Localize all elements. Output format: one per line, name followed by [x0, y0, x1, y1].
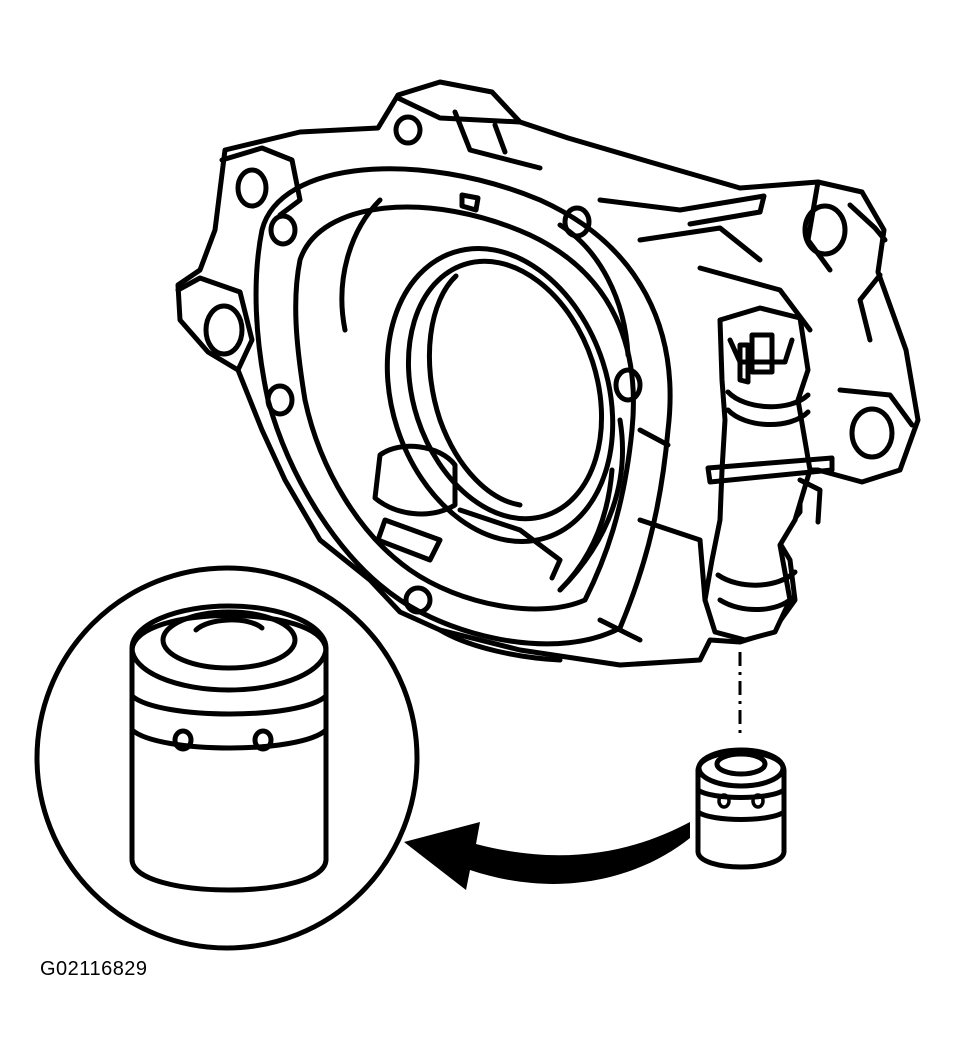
enlargement-arrow	[404, 822, 690, 890]
figure-id-label: G02116829	[40, 958, 148, 980]
relief-valve-enlarged	[129, 603, 329, 893]
bolt-holes	[203, 114, 895, 615]
oil-pump-housing	[175, 79, 921, 668]
relief-valve-small	[695, 747, 787, 870]
